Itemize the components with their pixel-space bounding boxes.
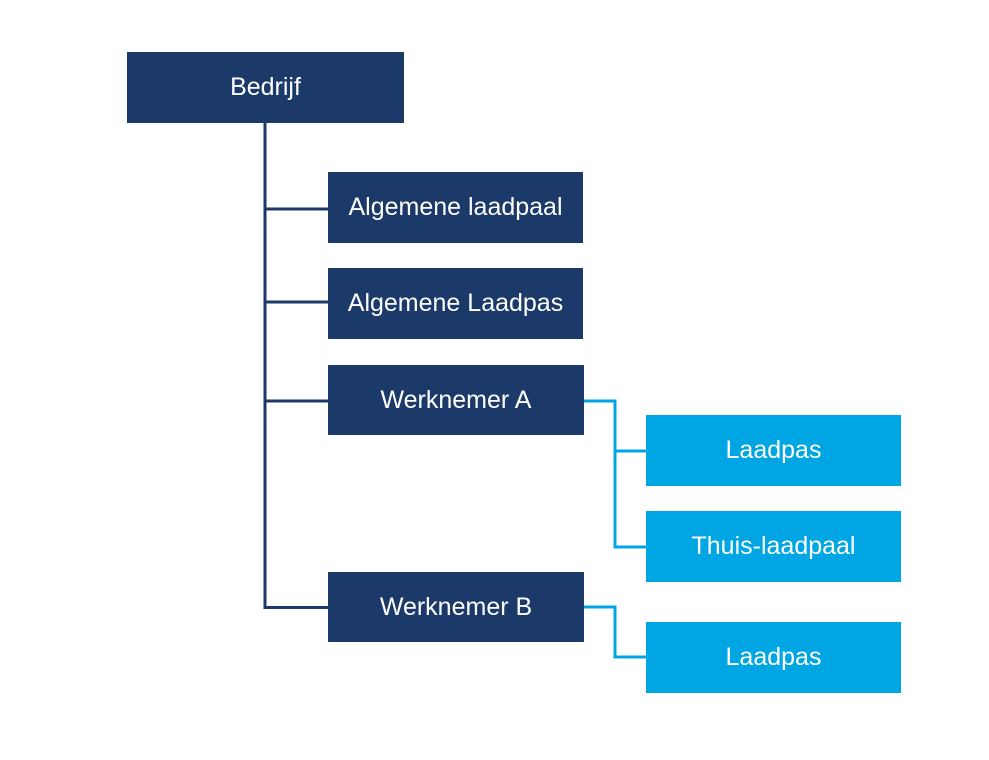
node-label: Werknemer B [379,592,533,621]
node-label: Laadpas [725,643,822,671]
node-werknemer-b-laadpas: Laadpas [646,622,901,693]
node-label: Thuis-laadpaal [691,532,856,560]
node-label: Werknemer A [380,385,532,414]
connector-a-thuis [613,451,646,549]
node-werknemer-b: Werknemer B [328,572,584,642]
connector-b-laadpas [584,605,646,659]
node-werknemer-a: Werknemer A [328,365,584,435]
node-label: Algemene Laadpas [347,289,564,317]
node-label: Bedrijf [230,73,301,101]
node-algemene-laadpas: Algemene Laadpas [328,268,583,339]
node-algemene-laadpaal: Algemene laadpaal [328,172,583,243]
node-werknemer-a-laadpas: Laadpas [646,415,901,486]
node-bedrijf: Bedrijf [127,52,404,123]
node-label: Algemene laadpaal [348,193,563,221]
node-werknemer-a-thuis-laadpaal: Thuis-laadpaal [646,511,901,582]
connector-a-laadpas [584,399,646,453]
node-label: Laadpas [725,436,822,464]
